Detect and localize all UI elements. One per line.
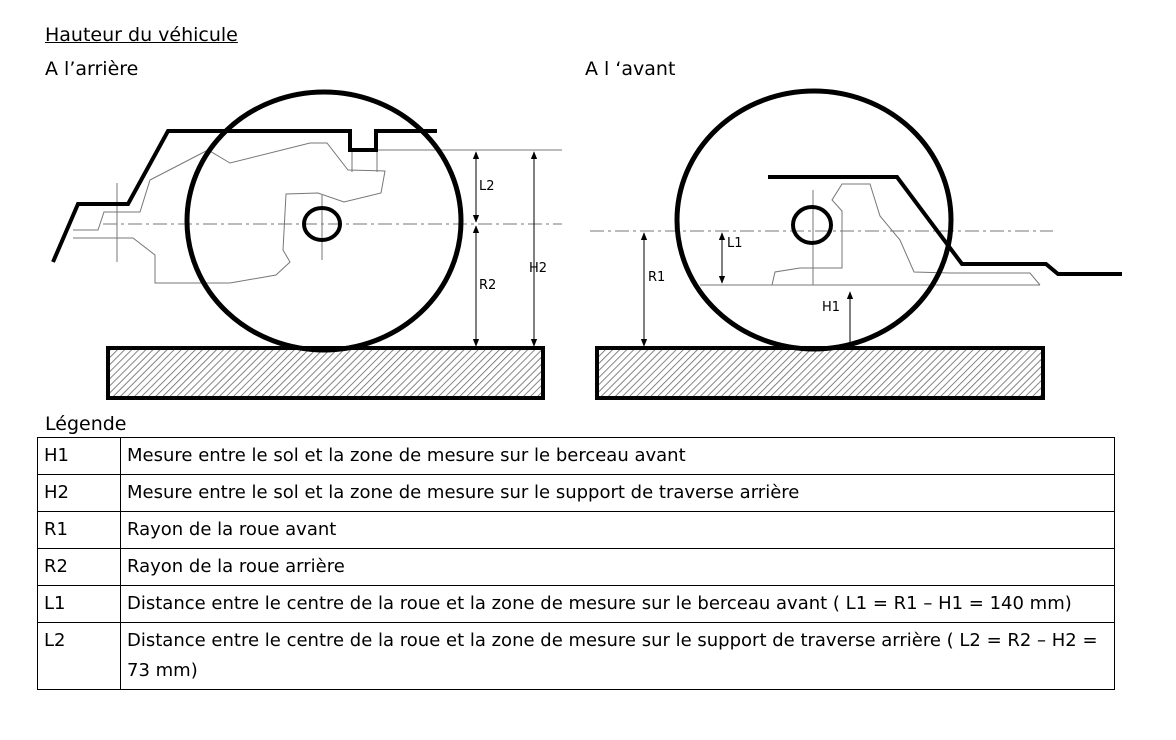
legend-key: R1 bbox=[37, 511, 121, 549]
legend-key: L1 bbox=[37, 585, 121, 623]
front-diagram: R1 L1 H1 bbox=[590, 88, 1122, 400]
label-L1: L1 bbox=[727, 236, 743, 251]
front-wheel bbox=[674, 88, 954, 352]
rear-hub bbox=[302, 206, 342, 242]
legend-desc: Distance entre le centre de la roue et l… bbox=[120, 585, 1115, 623]
legend-key: L2 bbox=[37, 622, 121, 690]
label-L2: L2 bbox=[479, 179, 495, 194]
label-R2: R2 bbox=[479, 278, 496, 293]
label-H2: H2 bbox=[529, 261, 547, 276]
legend-key: H2 bbox=[37, 474, 121, 512]
vehicle-height-diagram: L2 R2 H2 R1 L1 H1 bbox=[51, 88, 1122, 400]
rear-body-line bbox=[51, 129, 437, 263]
chassis-outline bbox=[73, 142, 386, 284]
ground bbox=[106, 346, 545, 400]
legend-desc: Rayon de la roue avant bbox=[120, 511, 1115, 549]
label-R1: R1 bbox=[648, 270, 665, 285]
legend-desc: Distance entre le centre de la roue et l… bbox=[120, 622, 1115, 690]
page-title: Hauteur du véhicule bbox=[45, 24, 238, 46]
label-H1: H1 bbox=[822, 300, 840, 315]
legend-title: Légende bbox=[45, 413, 127, 435]
legend-key: H1 bbox=[37, 437, 121, 475]
subframe-outline bbox=[771, 183, 1041, 286]
front-heading: A l ‘avant bbox=[585, 58, 676, 80]
legend-key: R2 bbox=[37, 548, 121, 586]
rear-wheel bbox=[184, 89, 464, 353]
legend-desc: Mesure entre le sol et la zone de mesure… bbox=[120, 474, 1115, 512]
front-hub bbox=[791, 205, 833, 245]
ground bbox=[595, 346, 1045, 400]
rear-heading: A l’arrière bbox=[45, 58, 139, 80]
legend-desc: Mesure entre le sol et la zone de mesure… bbox=[120, 437, 1115, 475]
legend-desc: Rayon de la roue arrière bbox=[120, 548, 1115, 586]
front-body-line bbox=[768, 175, 1122, 276]
rear-diagram: L2 R2 H2 bbox=[51, 89, 562, 400]
